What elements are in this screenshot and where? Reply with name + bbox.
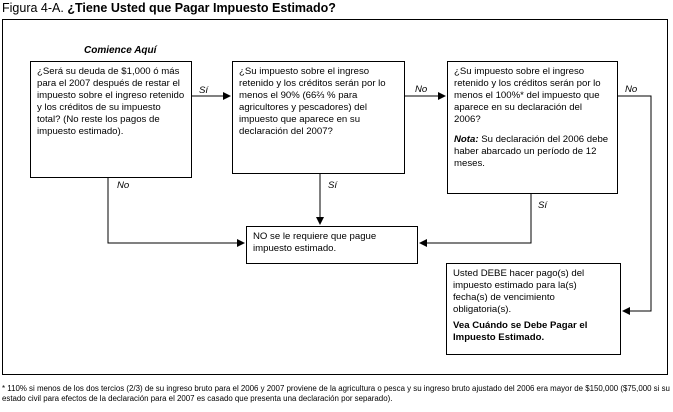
arrow-q1-no: [107, 178, 245, 247]
note-label: Nota:: [454, 134, 479, 145]
question-3-text: ¿Su impuesto sobre el ingreso retenido y…: [454, 66, 601, 125]
must-pay-box: Usted DEBE hacer pago(s) del impuesto es…: [446, 263, 621, 355]
edge-label-q1-yes: Sí: [199, 85, 209, 96]
figure-heading: ¿Tiene Usted que Pagar Impuesto Estimado…: [67, 1, 336, 15]
footnote: * 110% si menos de los dos tercios (2/3)…: [2, 384, 670, 403]
arrow-q3-yes: [419, 194, 532, 247]
flowchart-frame: [2, 19, 668, 375]
arrow-q3-no: [618, 95, 652, 315]
question-1-text: ¿Será su deuda de $1,000 ó más para el 2…: [37, 66, 185, 137]
edge-label-q2-yes: Sí: [328, 180, 338, 191]
no-payment-required-box: NO se le requiere que pague impuesto est…: [246, 226, 418, 264]
question-3-note: Nota: Su declaración del 2006 debe haber…: [454, 134, 611, 170]
must-pay-reference: Vea Cuándo se Debe Pagar el Impuesto Est…: [453, 320, 588, 343]
no-payment-required-text: NO se le requiere que pague impuesto est…: [253, 231, 377, 254]
figure-label: Figura 4-A.: [2, 1, 64, 15]
note-text: Su declaración del 2006 debe haber abarc…: [454, 134, 609, 169]
edge-label-q3-no: No: [625, 84, 638, 95]
figure-title: Figura 4-A. ¿Tiene Usted que Pagar Impue…: [2, 1, 336, 15]
question-box-3: ¿Su impuesto sobre el ingreso retenido y…: [447, 61, 618, 194]
question-2-text: ¿Su impuesto sobre el ingreso retenido y…: [239, 66, 386, 137]
question-box-2: ¿Su impuesto sobre el ingreso retenido y…: [232, 61, 405, 174]
edge-label-q1-no: No: [117, 180, 130, 191]
edge-label-q3-yes: Sí: [538, 200, 548, 211]
must-pay-text: Usted DEBE hacer pago(s) del impuesto es…: [453, 268, 585, 315]
start-label: Comience Aquí: [84, 45, 157, 56]
edge-label-q2-no: No: [415, 84, 428, 95]
question-box-1: ¿Será su deuda de $1,000 ó más para el 2…: [30, 61, 192, 178]
